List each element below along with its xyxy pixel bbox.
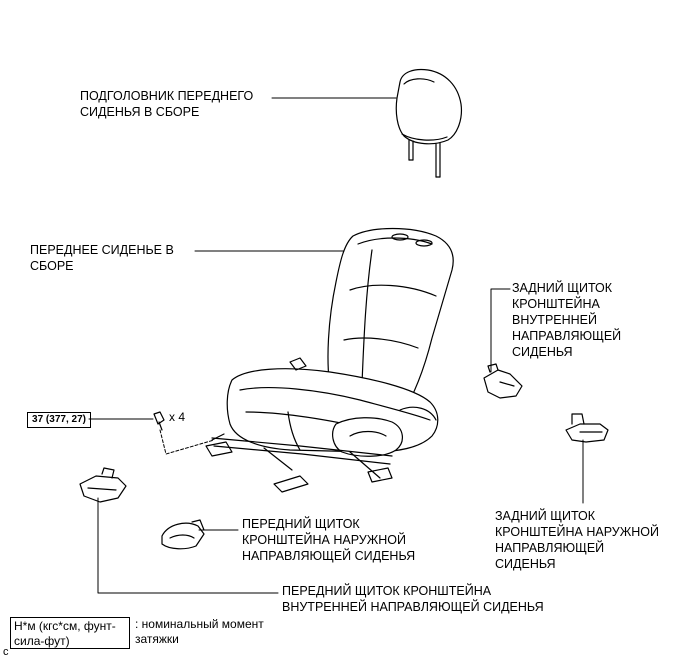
front-inner-cover-drawing bbox=[79, 467, 127, 503]
label-rear-outer-cover: ЗАДНИЙ ЩИТОК КРОНШТЕЙНА НАРУЖНОЙ НАПРАВЛ… bbox=[495, 509, 659, 571]
label-front-headrest: ПОДГОЛОВНИК ПЕРЕДНЕГО СИДЕНЬЯ В СБОРЕ bbox=[80, 89, 254, 119]
front-outer-cover-drawing bbox=[161, 519, 205, 550]
label-front-outer-cover: ПЕРЕДНИЙ ЩИТОК КРОНШТЕЙНА НАРУЖНОЙ НАПРА… bbox=[242, 517, 416, 563]
legend-unit-box: Н*м (кгс*см, фунт- сила-фут) bbox=[10, 617, 130, 649]
label-front-inner-cover: ПЕРЕДНИЙ ЩИТОК КРОНШТЕЙНА ВНУТРЕННЕЙ НАП… bbox=[282, 584, 544, 614]
label-rear-inner-cover: ЗАДНИЙ ЩИТОК КРОНШТЕЙНА ВНУТРЕННЕЙ НАПРА… bbox=[512, 281, 622, 359]
legend-description: : номинальный момент затяжки bbox=[135, 617, 264, 646]
rear-inner-cover-drawing bbox=[483, 363, 523, 399]
bolt-quantity: x 4 bbox=[169, 410, 186, 424]
bolt-dashed-line bbox=[159, 429, 215, 455]
leader-lines bbox=[88, 97, 584, 594]
corner-mark: c bbox=[3, 646, 9, 658]
leader-rear-inner-cover bbox=[490, 288, 511, 373]
torque-spec-box: 37 (377, 27) bbox=[27, 412, 91, 428]
headrest-drawing bbox=[395, 68, 463, 178]
rear-outer-cover-drawing bbox=[565, 413, 609, 443]
label-front-seat: ПЕРЕДНЕЕ СИДЕНЬЕ В СБОРЕ bbox=[30, 243, 174, 273]
leader-front-inner-cover bbox=[97, 497, 279, 594]
seat-drawing bbox=[205, 227, 454, 493]
bolt-drawing bbox=[153, 411, 165, 431]
